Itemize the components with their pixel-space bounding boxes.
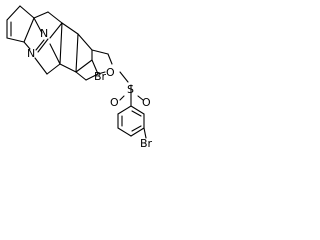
bond [59,63,77,73]
oxygen-label: O [142,96,151,109]
bond [97,71,106,75]
bond [23,41,31,50]
polycyclic-cage [59,22,113,81]
bond [49,43,61,65]
bond [6,37,25,43]
chemical-structure: N N Br O S O O Br [6,5,153,150]
bond [23,17,35,43]
bromophenyl-ring [117,105,147,139]
double-bond-line [131,125,142,132]
bond [35,39,45,51]
bond [33,17,43,34]
bond [46,63,61,75]
oxygen-label: O [110,96,119,109]
bond [130,105,145,115]
sulfur-label: S [127,83,134,96]
cyclopentene-ring [6,5,35,43]
structure-canvas: N N Br O S O O Br [0,0,168,150]
sulfonate-group [119,71,144,107]
bromine-label: Br [94,70,107,83]
bond [47,11,63,24]
bond [59,22,63,65]
bond [37,38,49,53]
bond [75,59,93,73]
nitrogen-label: N [27,47,35,60]
bond [61,22,79,35]
bond [130,127,145,137]
bond [107,53,113,65]
bond [34,57,48,75]
bond [33,11,49,19]
bond [119,95,125,101]
diaza-bridge [23,11,63,75]
bond [91,49,109,55]
bond [143,127,147,139]
bond [85,73,99,81]
bond [6,5,21,21]
bond [77,33,93,51]
bond [137,95,144,101]
nitrogen-label: N [40,27,48,40]
bond [119,71,129,83]
bond [75,71,87,81]
bromine-label: Br [140,137,153,150]
bond [117,105,132,115]
bond [19,5,35,19]
bond [49,22,63,39]
oxygen-label: O [106,66,115,79]
bond [91,59,99,75]
double-bond-line [131,110,142,117]
bond [75,33,79,73]
bond [117,127,132,137]
